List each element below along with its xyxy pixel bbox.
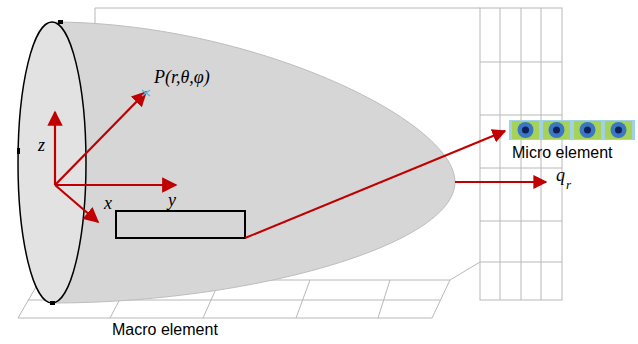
flux-arrow [455,181,546,183]
flux-subscript: r [566,178,571,192]
flux-symbol: q [556,166,565,186]
micro-cell [605,121,632,139]
grid-frame [18,8,562,318]
region-box [116,211,245,238]
caption-label: Macro element [112,321,218,339]
point-label: P(r,θ,φ) [154,68,210,88]
axis-label: x [104,194,112,214]
zoom-arrow [245,131,505,238]
caption-label: Micro element [512,144,612,162]
micro-cell [574,121,601,139]
micro-cell [512,121,539,139]
axis-label: y [168,191,176,211]
axis-label: z [38,136,45,156]
macro-body [52,22,455,303]
micro-cell [543,121,570,139]
axes [55,92,176,222]
ellipse-ticks [17,20,63,305]
micro-strip [509,120,635,140]
point-marker [142,90,150,96]
